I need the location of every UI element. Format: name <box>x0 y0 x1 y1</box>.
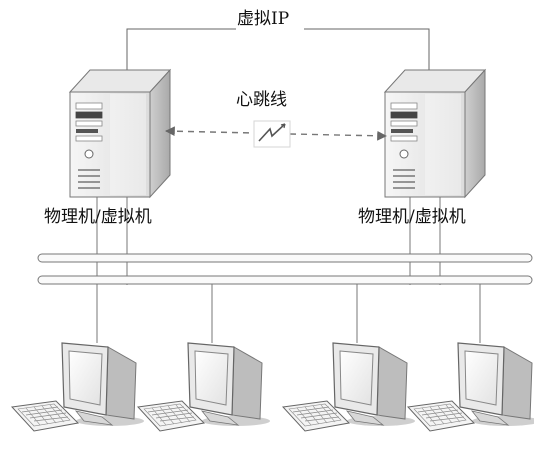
heartbeat-label: 心跳线 <box>234 90 289 110</box>
server-tower-icon <box>69 69 171 198</box>
host-left-label: 物理机/虚拟机 <box>44 207 152 227</box>
network-bus <box>37 253 533 285</box>
client-3 <box>282 342 416 432</box>
virtual-ip-label: 虚拟IP <box>234 11 293 28</box>
crt-monitor-keyboard-icon <box>137 342 271 432</box>
crt-monitor-keyboard-icon <box>282 342 416 432</box>
client-4 <box>407 342 534 432</box>
heartbeat-link <box>165 120 387 148</box>
server-uplinks <box>96 197 441 285</box>
server-left <box>69 69 171 198</box>
crt-monitor-keyboard-icon <box>11 342 145 432</box>
client-2 <box>137 342 271 432</box>
lightning-icon <box>258 123 286 142</box>
host-right-label: 物理机/虚拟机 <box>358 207 466 227</box>
client-droplines <box>96 284 481 343</box>
virtual-ip-connector <box>126 28 430 72</box>
server-tower-icon <box>384 69 486 198</box>
crt-monitor-keyboard-icon <box>407 342 534 432</box>
server-right <box>384 69 486 198</box>
client-1 <box>11 342 145 432</box>
